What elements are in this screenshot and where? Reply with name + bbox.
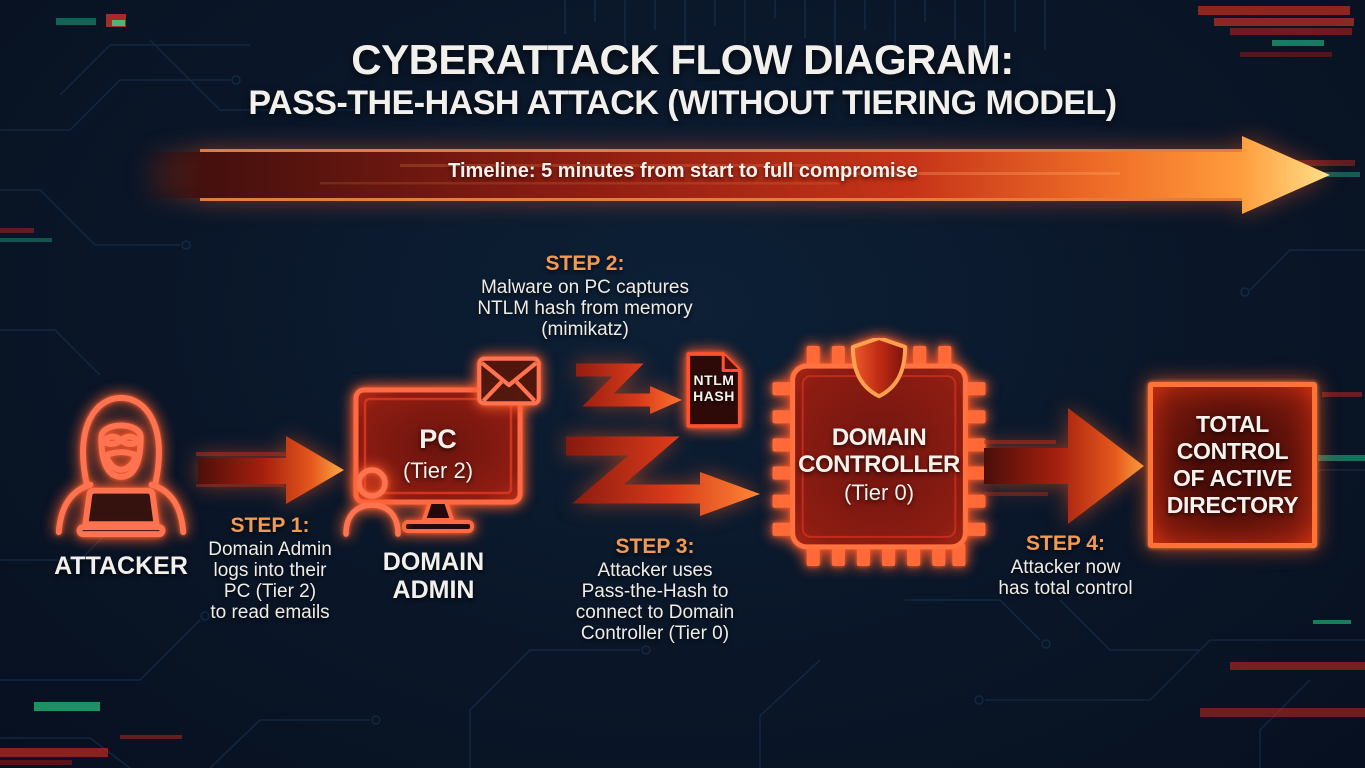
page-subtitle: PASS-THE-HASH ATTACK (WITHOUT TIERING MO… xyxy=(248,84,1117,122)
user-icon xyxy=(343,467,401,537)
zigzag-arrow-large-icon xyxy=(566,436,760,516)
step-1-label: STEP 1: xyxy=(230,514,310,537)
zigzag-arrow-small-icon xyxy=(576,363,682,414)
attacker-node: ATTACKER xyxy=(46,386,201,581)
domain-controller-node: DOMAIN CONTROLLER (Tier 0) xyxy=(768,424,990,506)
step-2-label: STEP 2: xyxy=(545,252,625,275)
flow-arrow-4-icon xyxy=(984,408,1144,524)
dc-tier-label: (Tier 0) xyxy=(843,480,915,505)
pc-tier-label: (Tier 2) xyxy=(402,458,474,483)
step-1: STEP 1: Domain Admin logs into their PC … xyxy=(185,514,355,623)
step-4: STEP 4: Attacker now has total control xyxy=(968,532,1163,599)
monitor-icon xyxy=(353,387,523,533)
page-title: CYBERATTACK FLOW DIAGRAM: xyxy=(351,36,1014,83)
total-control-node: TOTAL CONTROL OF ACTIVE DIRECTORY xyxy=(1148,382,1317,548)
document-icon xyxy=(686,352,742,428)
timeline-arrow-icon xyxy=(140,136,1330,214)
ntlm-hash-label: NTLM HASH xyxy=(693,372,735,404)
attacker-label: ATTACKER xyxy=(54,552,188,580)
step-4-label: STEP 4: xyxy=(1026,532,1105,555)
pc-label: PC xyxy=(419,424,457,454)
domain-admin-label: DOMAIN ADMIN xyxy=(382,548,485,604)
pc-node: PC (Tier 2) xyxy=(348,424,528,484)
timeline-arrow: Timeline: 5 minutes from start to full c… xyxy=(140,134,1332,218)
step-3-label: STEP 3: xyxy=(615,535,695,558)
shield-icon xyxy=(850,338,908,399)
flow-arrow-1-icon xyxy=(196,436,344,504)
hacker-icon xyxy=(55,394,187,538)
chip-icon xyxy=(772,338,986,566)
step-2: STEP 2: Malware on PC captures NTLM hash… xyxy=(440,252,730,340)
step-3: STEP 3: Attacker uses Pass-the-Hash to c… xyxy=(535,535,775,644)
envelope-icon xyxy=(477,356,541,406)
timeline-label: Timeline: 5 minutes from start to full c… xyxy=(448,160,918,182)
